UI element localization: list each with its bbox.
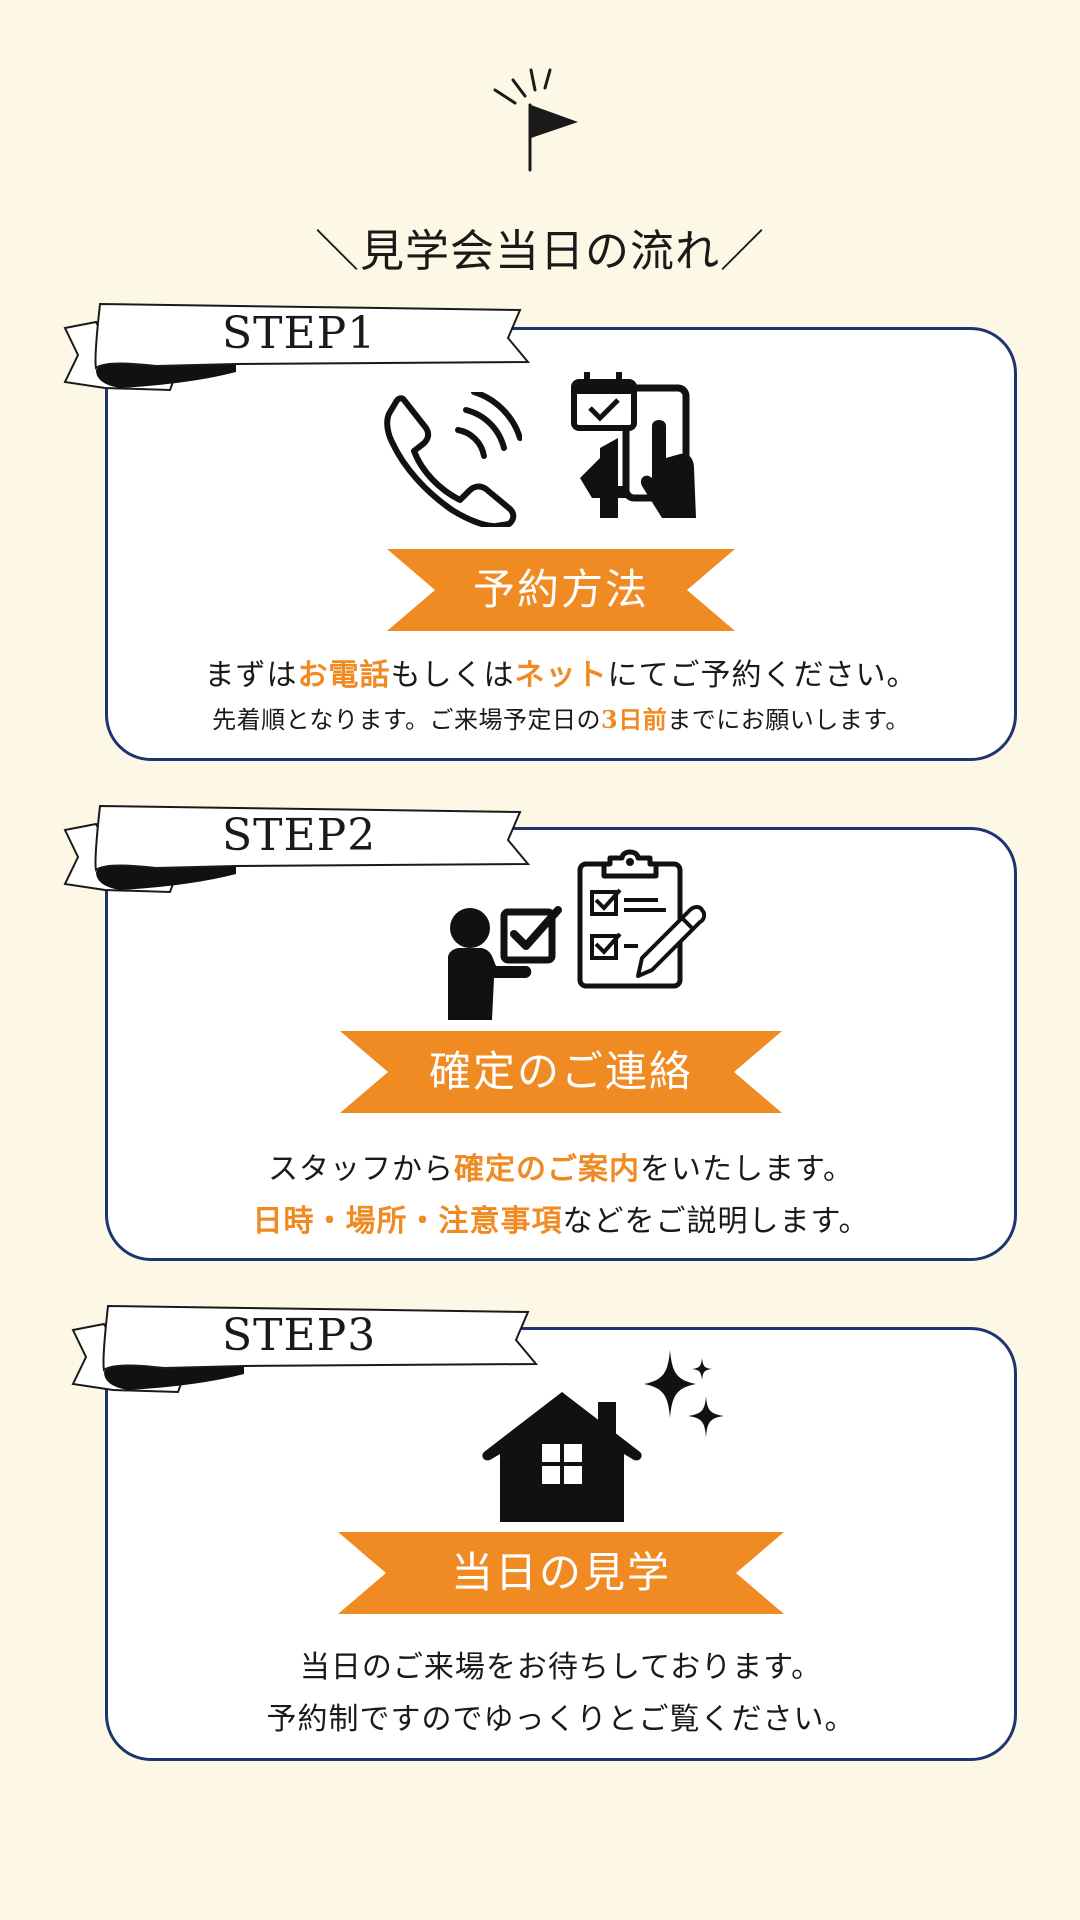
step3-line1: 当日のご来場をお待ちしております。 [105,1642,1017,1686]
highlight-text: お電話 [297,658,391,693]
highlight-text: 3日前 [601,705,668,734]
sparkle-icon [644,1350,724,1438]
highlight-text: 確定のご案内 [454,1152,640,1187]
flag-icon [493,68,578,172]
step3-label: STEP3 [222,1310,377,1361]
step3-line2: 予約制ですのでゆっくりとご覧ください。 [105,1694,1017,1738]
highlight-text: ネット [514,658,608,693]
step2-line2: 日時・場所・注意事項などをご説明します。 [105,1196,1017,1240]
step2-banner-label: 確定のご連絡 [428,1047,693,1096]
body-text: をいたします。 [640,1152,854,1187]
clipboard-checklist-icon [577,849,706,989]
step2-label: STEP2 [222,810,377,861]
step1-label: STEP1 [222,308,377,359]
step1-ribbon [63,302,531,392]
step3-description: 当日のご来場をお待ちしております。 予約制ですのでゆっくりとご覧ください。 [105,1642,1017,1738]
body-text: にてご予約ください。 [607,658,918,693]
step1-line2: 先着順となります。ご来場予定日の3日前までにお願いします。 [105,700,1017,735]
step1-card [105,327,1017,761]
step2-description: スタッフから確定のご案内をいたします。 日時・場所・注意事項などをご説明します。 [105,1144,1017,1240]
phone-handset-icon [382,392,522,527]
step1-banner: 予約方法 [387,549,735,631]
page-title: ＼見学会当日の流れ／ [315,226,765,277]
body-text: スタッフから [268,1152,454,1187]
step2-banner: 確定のご連絡 [340,1031,782,1113]
step3-banner-label: 当日の見学 [450,1548,671,1597]
body-text: 予約制ですのでゆっくりとご覧ください。 [266,1702,856,1737]
body-text: まずは [204,658,298,693]
body-text: などをご説明します。 [562,1204,870,1239]
step2-ribbon [63,804,531,894]
step3-ribbon [71,1304,539,1394]
step1-banner-label: 予約方法 [472,565,649,614]
house-icon [482,1392,642,1522]
tablet-booking-icon [571,372,696,518]
body-text: 先着順となります。ご来場予定日の [212,706,602,734]
body-text: もしくは [390,658,515,693]
person-check-icon [448,906,562,1020]
step1-line1: まずはお電話もしくはネットにてご予約ください。 [105,650,1017,694]
highlight-text: 日時・場所・注意事項 [252,1204,563,1239]
step3-banner: 当日の見学 [338,1532,784,1614]
body-text: 当日のご来場をお待ちしております。 [299,1650,823,1685]
step1-description: まずはお電話もしくはネットにてご予約ください。 先着順となります。ご来場予定日の… [105,650,1017,735]
body-text: までにお願いします。 [667,706,910,734]
step2-line1: スタッフから確定のご案内をいたします。 [105,1144,1017,1188]
